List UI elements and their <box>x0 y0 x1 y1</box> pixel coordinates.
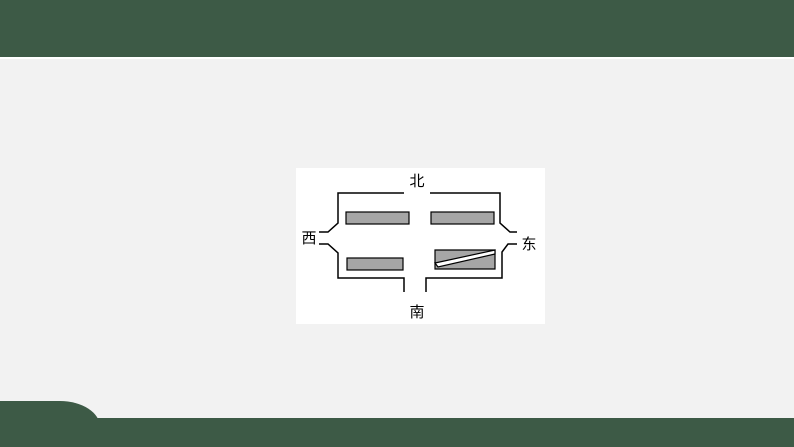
building-blocks <box>345 211 496 271</box>
road-edge-ne <box>430 192 517 233</box>
label-east: 东 <box>521 235 536 253</box>
intersection-diagram: 北 南 西 东 <box>296 168 545 324</box>
block-se-diagonal <box>433 249 496 268</box>
footer-bar <box>0 418 794 447</box>
label-north: 北 <box>409 172 424 190</box>
road-edge-sw <box>319 243 405 292</box>
header-divider <box>0 57 794 59</box>
label-south: 南 <box>409 303 424 321</box>
header-bar <box>0 0 794 57</box>
intersection-svg: 北 南 西 东 <box>301 172 536 321</box>
road-edge-nw <box>319 192 404 233</box>
label-west: 西 <box>301 229 316 247</box>
road-outline <box>319 192 517 292</box>
block-nw <box>345 211 410 225</box>
road-edge-se <box>425 243 517 292</box>
block-sw <box>346 257 404 271</box>
block-ne <box>430 211 495 225</box>
